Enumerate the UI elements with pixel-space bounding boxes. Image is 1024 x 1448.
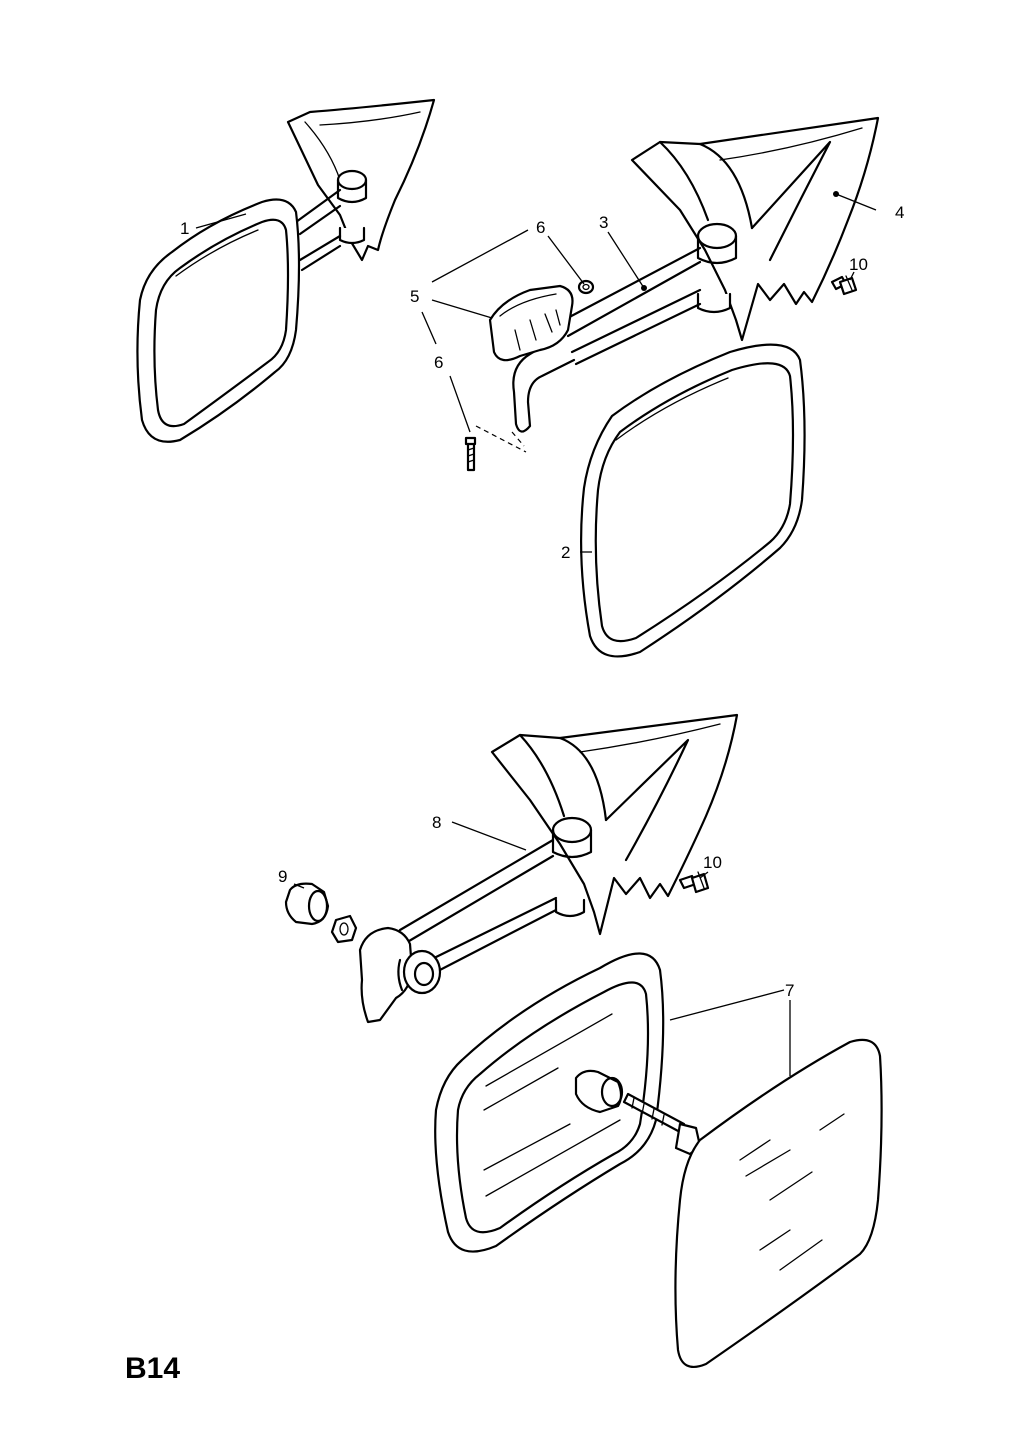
callout-4: 4 bbox=[895, 203, 904, 222]
callout-3: 3 bbox=[599, 213, 608, 232]
mirror-assembly-1 bbox=[136, 98, 436, 443]
leader-lines bbox=[195, 193, 877, 1076]
callout-6-lower: 6 bbox=[434, 353, 443, 372]
mirror-assembly-3 bbox=[284, 713, 883, 1368]
callout-7: 7 bbox=[785, 981, 794, 1000]
callout-8: 8 bbox=[432, 813, 441, 832]
page-code: B14 bbox=[125, 1352, 180, 1385]
callout-10-lower: 10 bbox=[703, 853, 722, 872]
callout-5: 5 bbox=[410, 287, 419, 306]
callout-2: 2 bbox=[561, 543, 570, 562]
callout-1: 1 bbox=[180, 219, 189, 238]
callout-9: 9 bbox=[278, 867, 287, 886]
callout-labels: 1 2 3 4 5 6 6 7 8 9 10 10 bbox=[180, 203, 904, 1000]
callout-6-upper: 6 bbox=[536, 218, 545, 237]
callout-10-upper: 10 bbox=[849, 255, 868, 274]
mirror-assembly-2 bbox=[464, 116, 880, 658]
